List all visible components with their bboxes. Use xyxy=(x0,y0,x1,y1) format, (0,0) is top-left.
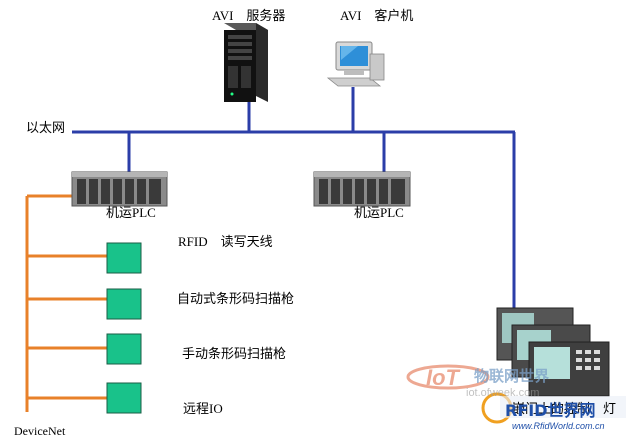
ethernet-label: 以太网 xyxy=(26,120,66,135)
auto-barcode-box xyxy=(106,288,142,320)
rfid-antenna-box xyxy=(106,242,142,274)
manual-barcode-box xyxy=(106,333,142,365)
svg-text:IoT: IoT xyxy=(426,365,461,390)
operator-panel-icon xyxy=(496,307,610,397)
watermark-site-cn: 物联网世界 xyxy=(474,367,550,385)
manual-barcode-label: 手动条形码扫描枪 xyxy=(182,346,287,361)
iot-watermark-logo: IoT xyxy=(406,364,490,390)
watermark-logo-text: RFID世界网 xyxy=(505,401,596,420)
watermark-logo-url: www.RfidWorld.com.cn xyxy=(512,421,605,431)
remote-io-box xyxy=(106,382,142,414)
panel-label: 嵌门上的控制 灯 xyxy=(512,401,617,416)
rfidworld-watermark-logo xyxy=(481,392,626,424)
plc-left-label: 机运PLC xyxy=(106,205,156,220)
plc-rack-left-icon xyxy=(71,171,168,207)
client-label: AVI 客户机 xyxy=(340,8,414,23)
devicenet-bus xyxy=(25,194,107,412)
auto-barcode-label: 自动式条形码扫描枪 xyxy=(177,291,295,306)
server-icon xyxy=(224,23,268,102)
plc-right-label: 机运PLC xyxy=(354,205,404,220)
client-pc-icon xyxy=(326,41,385,87)
watermark-url-small: iot.ofweek.com xyxy=(466,387,540,399)
devicenet-label: DeviceNet xyxy=(14,424,66,438)
rfid-antenna-label: RFID 读写天线 xyxy=(178,234,273,249)
server-label: AVI 服务器 xyxy=(212,8,286,23)
ethernet-bus xyxy=(72,87,516,310)
remote-io-label: 远程IO xyxy=(183,401,223,416)
plc-rack-right-icon xyxy=(313,171,411,207)
